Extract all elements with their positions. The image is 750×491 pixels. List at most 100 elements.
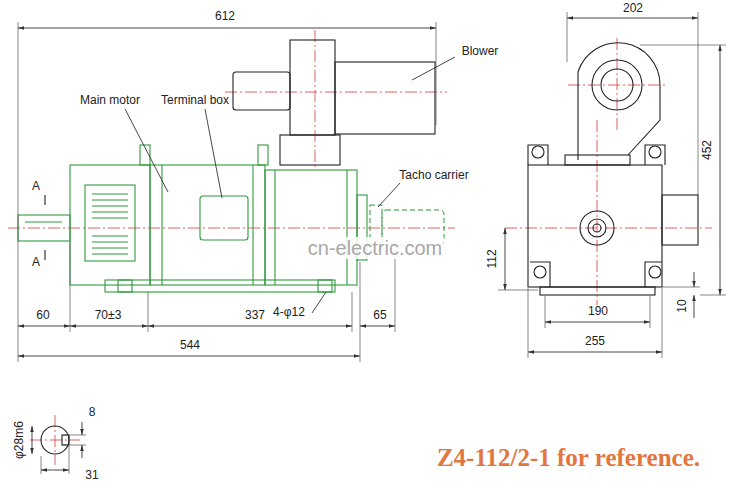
shaft-section [41, 426, 69, 454]
dimension-value: 337 [243, 309, 267, 322]
leader-line [205, 109, 222, 198]
center-line [505, 228, 712, 229]
shaft-section [62, 435, 69, 445]
extension-line [41, 456, 42, 474]
dimension-value: 612 [213, 10, 237, 23]
section-mark: A [30, 256, 42, 269]
extension-line [698, 12, 699, 195]
motor-body [92, 199, 128, 200]
blower [233, 40, 435, 165]
dimension-value: 31 [83, 469, 100, 482]
motor-body [18, 215, 70, 241]
blower [233, 72, 290, 110]
leader-line [378, 183, 400, 207]
part-name: Terminal box [159, 94, 231, 107]
shaft-section [41, 426, 69, 454]
dimension-line [694, 295, 695, 318]
extension-line [640, 45, 726, 46]
end-view [528, 165, 662, 287]
dimension-value: 60 [34, 309, 51, 322]
dimension-line [545, 322, 650, 323]
dimension-line [18, 18, 720, 470]
part-name: Tacho carrier [397, 169, 470, 182]
dimension-value: φ28m6 [13, 419, 26, 461]
extension-line [18, 22, 19, 362]
part-name: Main motor [78, 94, 142, 107]
dimension-value: 452 [701, 138, 714, 162]
motor-body [105, 280, 335, 292]
end-view [592, 60, 642, 110]
extension-line [436, 22, 437, 125]
blower [335, 62, 435, 134]
end-view [580, 211, 614, 245]
motor-body [318, 280, 332, 292]
motor-body [346, 170, 347, 285]
end-view [593, 224, 601, 232]
leader-line [312, 292, 326, 313]
dimension-value: 10 [676, 297, 689, 314]
dimension-line [18, 326, 70, 327]
dimension-line [70, 326, 148, 327]
extension-line [700, 295, 726, 296]
dimension-value: 202 [621, 2, 645, 15]
motor-body [92, 217, 128, 218]
leader-line [125, 109, 168, 192]
dimension-value: 70±3 [93, 309, 124, 322]
motor-body [92, 247, 128, 248]
extension-line [395, 250, 396, 332]
end-view [588, 219, 606, 237]
motor-body [92, 211, 128, 212]
motor-body [85, 185, 135, 261]
part-name: Blower [460, 45, 501, 58]
motor-body [150, 165, 265, 285]
center-line [225, 92, 447, 93]
caption: Z4-112/2-1 for reference. [437, 444, 700, 472]
end-view [649, 266, 661, 278]
extension-line [650, 296, 651, 328]
motor-body [265, 170, 357, 285]
dimension-line [505, 228, 506, 290]
motor-body [274, 170, 275, 285]
dimension-line [694, 272, 695, 287]
extension-line [545, 296, 546, 328]
center-line [568, 85, 668, 86]
motor-body [161, 165, 162, 285]
extension-line [360, 262, 361, 362]
end-view [528, 145, 548, 165]
dimension-line [18, 28, 436, 29]
end-view [649, 146, 661, 158]
dimension-line [148, 326, 352, 327]
motor-body [92, 253, 128, 254]
center-line [8, 30, 712, 465]
hole-callout: 4-φ12 [271, 306, 307, 319]
dimension-line [82, 445, 83, 458]
extension-line [498, 290, 538, 291]
extension-line [662, 288, 663, 358]
end-view [645, 145, 665, 165]
end-view [662, 195, 698, 245]
section-marker [44, 195, 45, 205]
dimension-line [720, 45, 721, 295]
end-view [540, 287, 655, 295]
motor-body [92, 235, 128, 236]
dimension-value: 255 [583, 335, 607, 348]
center-line [597, 120, 598, 305]
dimension-value: 65 [371, 309, 388, 322]
dimension-line [82, 422, 83, 435]
leader-line [125, 57, 455, 313]
center-line [8, 228, 455, 229]
extension-line [70, 242, 71, 332]
motor-body [92, 241, 128, 242]
dimension-value: 8 [87, 406, 98, 419]
dimension-line [41, 470, 69, 471]
blower [290, 40, 335, 135]
section-marker [45, 195, 46, 260]
extension-line [18, 12, 726, 474]
section-mark: A [30, 180, 42, 193]
end-view [601, 69, 633, 101]
dimension-value: 112 [486, 247, 499, 270]
end-view [528, 43, 698, 295]
leader-line [412, 57, 455, 80]
motor-body [92, 205, 128, 206]
dimension-line [528, 352, 662, 353]
